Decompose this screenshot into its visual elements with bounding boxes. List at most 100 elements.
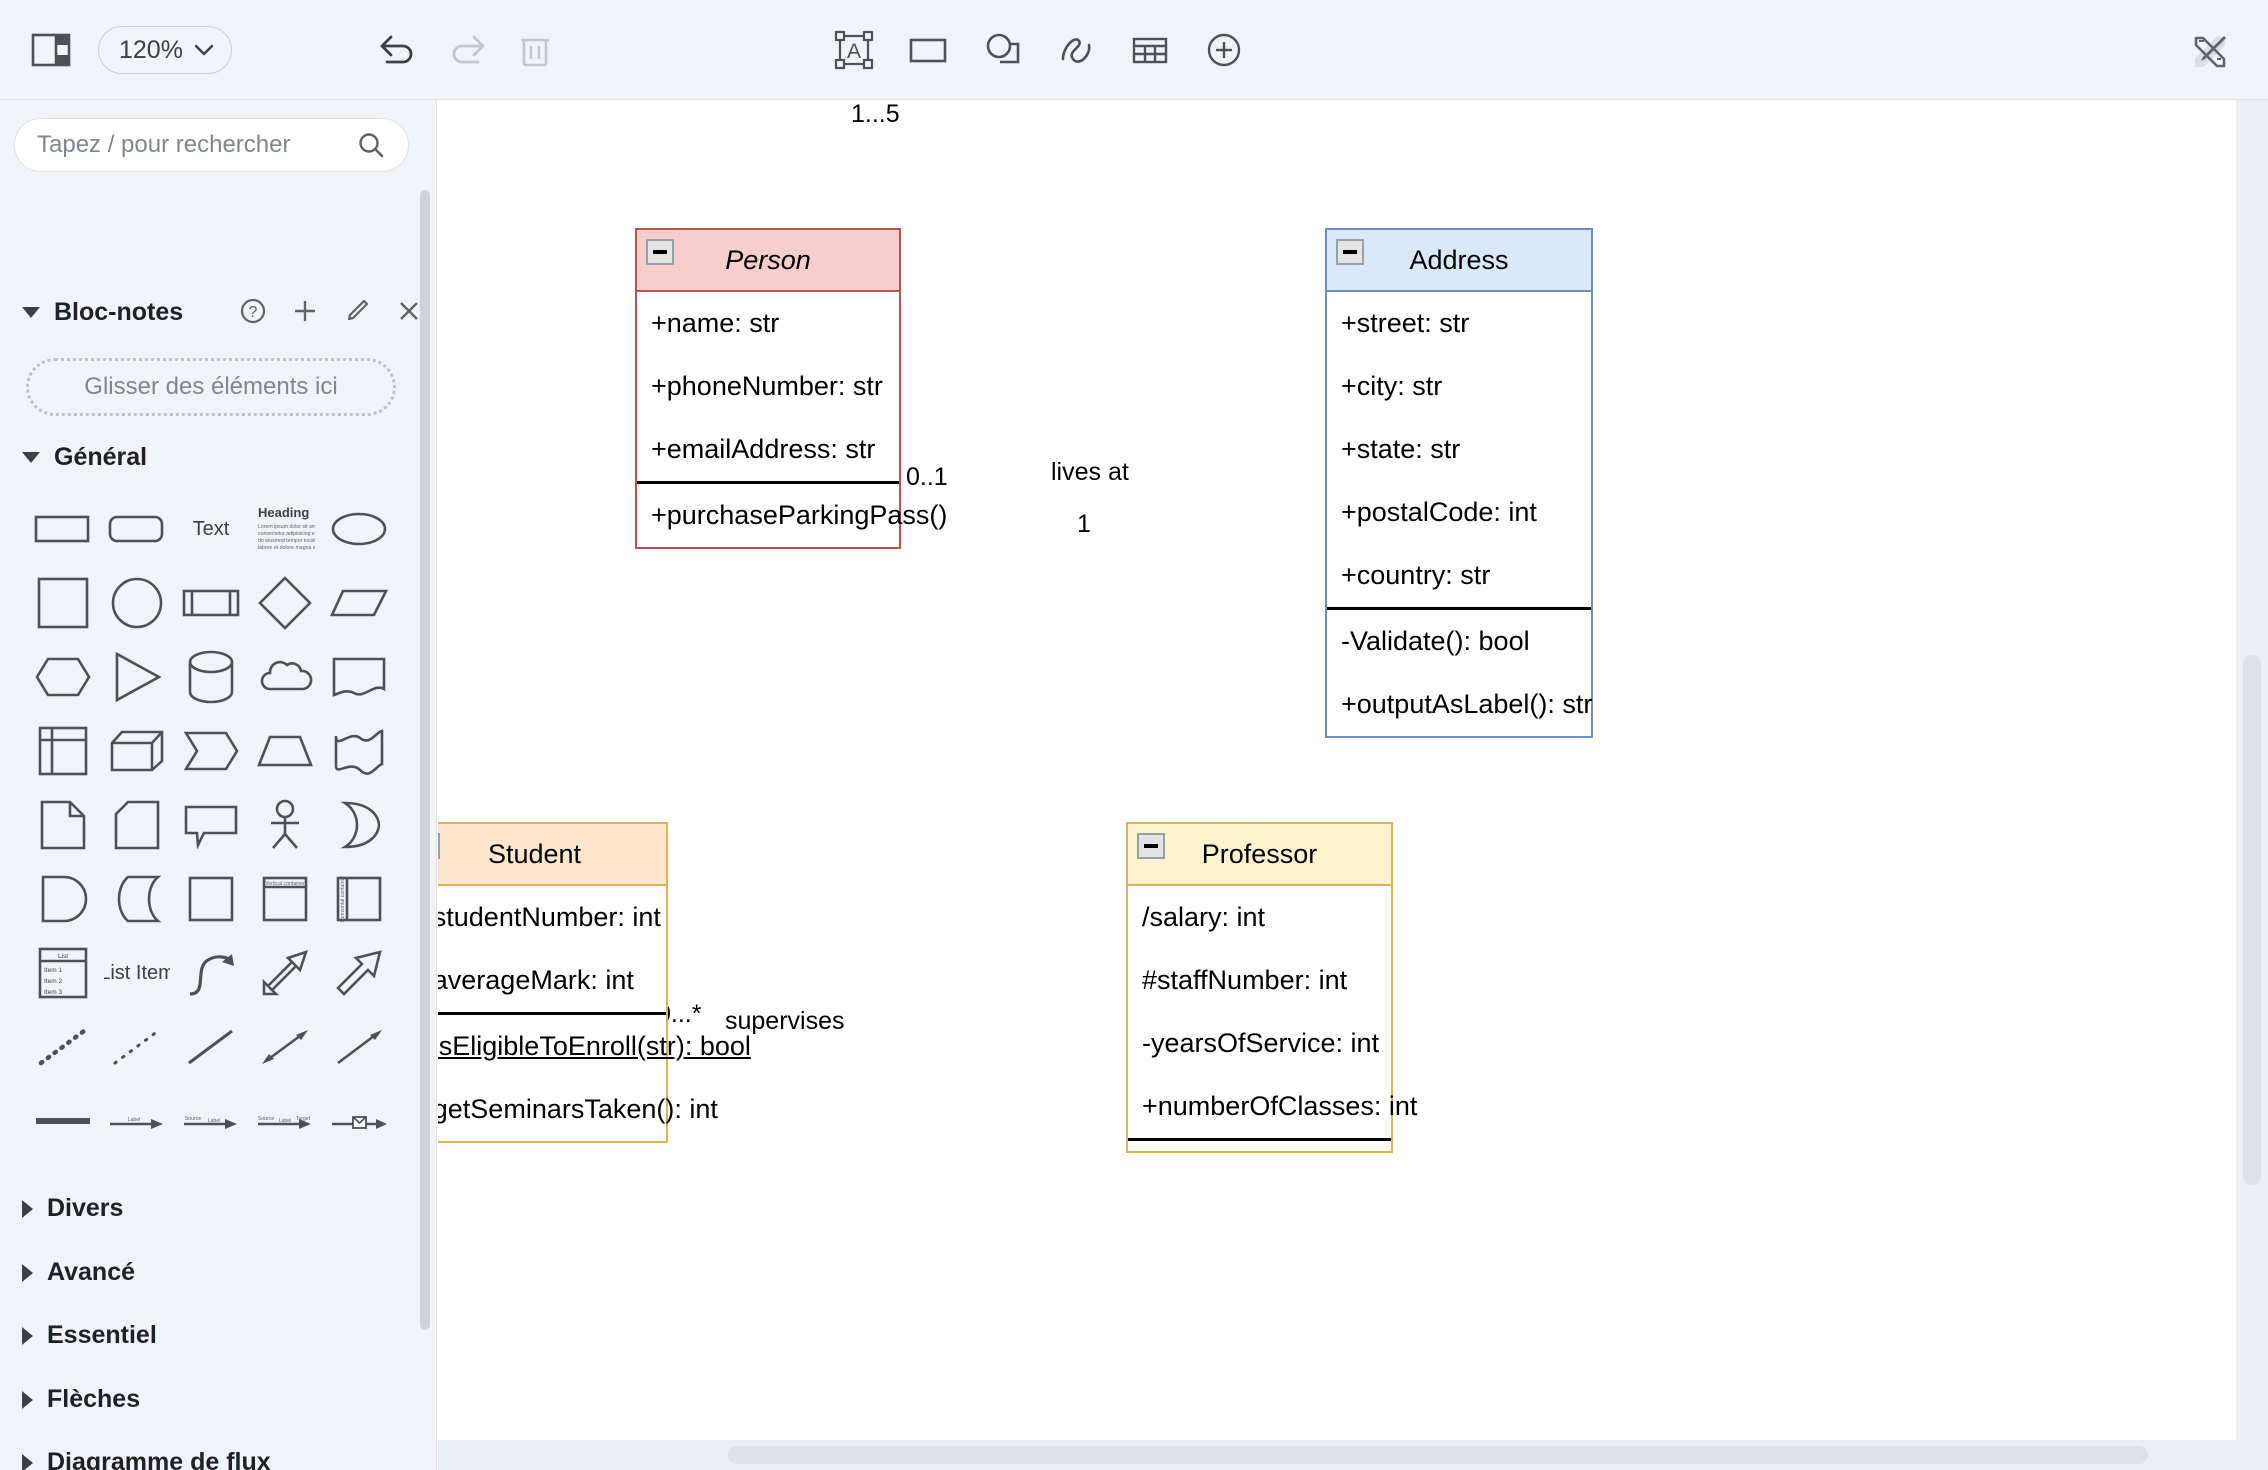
close-icon[interactable] — [394, 296, 424, 326]
delete-button[interactable] — [512, 28, 558, 72]
svg-text:labore et dolore magna aliqua.: labore et dolore magna aliqua. — [258, 545, 315, 551]
section-header-scratchpad[interactable]: Bloc-notes — [22, 298, 183, 327]
shape-dotted-line-thin[interactable] — [100, 1010, 174, 1084]
collapse-minus-icon[interactable] — [1336, 239, 1364, 265]
squiggle-pen-icon[interactable] — [1052, 26, 1100, 74]
shape-text[interactable]: Text — [174, 492, 248, 566]
shape-vertical-container[interactable]: Vertical container — [248, 862, 322, 936]
collapse-minus-icon[interactable] — [438, 833, 440, 859]
sidebar-section-fleches[interactable]: Flèches — [22, 1385, 140, 1414]
search-icon[interactable] — [356, 130, 386, 160]
rectangle-icon[interactable] — [904, 26, 952, 74]
shape-internal-storage[interactable] — [26, 714, 100, 788]
shape-step[interactable] — [174, 714, 248, 788]
shape-source-arrow[interactable]: Source Label — [174, 1084, 248, 1158]
shape-dotted-line-thick[interactable] — [26, 1010, 100, 1084]
multiplicity-address-target: 1 — [1077, 510, 1091, 538]
collapse-minus-icon[interactable] — [646, 239, 674, 265]
sidebar-scrollbar[interactable] — [420, 190, 430, 1330]
shape-document[interactable] — [322, 640, 396, 714]
help-icon[interactable]: ? — [238, 296, 268, 326]
general-title: Général — [54, 443, 148, 471]
shape-rounded-rectangle[interactable] — [100, 492, 174, 566]
edit-pencil-icon[interactable] — [342, 296, 372, 326]
shape-block-arrow[interactable] — [322, 936, 396, 1010]
panel-layout-icon[interactable] — [30, 30, 72, 70]
uml-attribute: +studentNumber: int — [438, 902, 661, 932]
shape-labelled-arrow[interactable]: Label — [100, 1084, 174, 1158]
zoom-level-dropdown[interactable]: 120% — [98, 26, 232, 74]
shape-trapezoid[interactable] — [248, 714, 322, 788]
shape-process[interactable] — [174, 566, 248, 640]
shape-rectangle[interactable] — [26, 492, 100, 566]
shape-thick-bar[interactable] — [26, 1084, 100, 1158]
shape-delay[interactable] — [26, 862, 100, 936]
uml-class-name: Professor — [1201, 838, 1318, 869]
undo-button[interactable] — [375, 28, 421, 72]
pencil-ruler-icon[interactable] — [2186, 28, 2234, 74]
shape-list-item[interactable]: List Item — [100, 936, 174, 1010]
uml-class-person[interactable]: Person +name: str +phoneNumber: str +ema… — [635, 228, 948, 549]
shape-plain-line[interactable] — [174, 1010, 248, 1084]
shape-heading-paragraph[interactable]: Heading Lorem ipsum dolor sit amet, cons… — [248, 492, 322, 566]
plus-circle-icon[interactable] — [1200, 26, 1248, 74]
shape-cloud[interactable] — [248, 640, 322, 714]
sidebar-section-diagramme-de-flux[interactable]: Diagramme de flux — [22, 1448, 271, 1470]
redo-button[interactable] — [444, 28, 490, 72]
sidebar-section-divers[interactable]: Divers — [22, 1194, 123, 1223]
shape-container[interactable] — [174, 862, 248, 936]
diagram-canvas[interactable]: 0..1 lives at 1 0...* supervises 1...5 P… — [438, 100, 2268, 1470]
shape-hexagon[interactable] — [26, 640, 100, 714]
shape-single-arrow-line[interactable] — [322, 1010, 396, 1084]
canvas-vertical-scrollbar[interactable] — [2243, 655, 2261, 1185]
uml-class-student[interactable]: Student +studentNumber: int +averageMark… — [438, 822, 751, 1143]
scratchpad-title: Bloc-notes — [54, 298, 184, 326]
text-frame-icon[interactable]: A — [830, 26, 878, 74]
uml-class-professor[interactable]: Professor /salary: int #staffNumber: int… — [1126, 822, 1417, 1153]
shape-curved-arrow[interactable] — [174, 936, 248, 1010]
shape-parallelogram[interactable] — [322, 566, 396, 640]
svg-text:Horizontal container: Horizontal container — [340, 876, 346, 922]
shape-diamond[interactable] — [248, 566, 322, 640]
add-icon[interactable] — [290, 296, 320, 326]
shape-callout[interactable] — [174, 788, 248, 862]
shape-wave[interactable] — [322, 714, 396, 788]
collapse-minus-icon[interactable] — [1137, 833, 1165, 859]
uml-class-header: Person — [637, 230, 899, 292]
shape-actor[interactable] — [248, 788, 322, 862]
scratchpad-dropzone-label: Glisser des éléments ici — [84, 373, 338, 400]
search-input[interactable] — [37, 131, 356, 159]
uml-attribute: +postalCode: int — [1341, 497, 1537, 527]
scratchpad-dropzone[interactable]: Glisser des éléments ici — [26, 358, 396, 416]
shape-triangle[interactable] — [100, 640, 174, 714]
sidebar-section-essentiel[interactable]: Essentiel — [22, 1321, 157, 1350]
shape-source-target-arrow[interactable]: Source Label Target — [248, 1084, 322, 1158]
canvas-horizontal-scrollbar[interactable] — [728, 1446, 2148, 1464]
uml-class-name: Address — [1409, 244, 1509, 275]
shape-tool-group: A — [830, 26, 1248, 74]
shape-crescent[interactable] — [322, 788, 396, 862]
table-grid-icon[interactable] — [1126, 26, 1174, 74]
shape-double-arrow-line[interactable] — [248, 1010, 322, 1084]
shape-message-arrow[interactable] — [322, 1084, 396, 1158]
uml-class-address[interactable]: Address +street: str +city: str +state: … — [1325, 228, 1593, 738]
shape-cylinder[interactable] — [174, 640, 248, 714]
section-header-general[interactable]: Général — [22, 443, 147, 472]
uml-methods-compartment: +isEligibleToEnroll(str): bool +getSemin… — [438, 1015, 751, 1141]
shape-double-block-arrow[interactable] — [248, 936, 322, 1010]
circle-square-icon[interactable] — [978, 26, 1026, 74]
shape-list[interactable]: List Item 1 Item 2 Item 3 — [26, 936, 100, 1010]
sidebar-section-avance[interactable]: Avancé — [22, 1258, 135, 1287]
uml-attributes-compartment: +street: str +city: str +state: str +pos… — [1327, 292, 1591, 607]
shape-card[interactable] — [100, 788, 174, 862]
uml-attribute: #staffNumber: int — [1142, 965, 1348, 995]
shape-display[interactable] — [100, 862, 174, 936]
shape-circle[interactable] — [100, 566, 174, 640]
shape-square[interactable] — [26, 566, 100, 640]
shape-horizontal-container[interactable]: Horizontal container — [322, 862, 396, 936]
search-box[interactable] — [14, 118, 409, 172]
shape-ellipse[interactable] — [322, 492, 396, 566]
shape-cube[interactable] — [100, 714, 174, 788]
uml-method: +purchaseParkingPass() — [651, 500, 948, 530]
shape-page[interactable] — [26, 788, 100, 862]
